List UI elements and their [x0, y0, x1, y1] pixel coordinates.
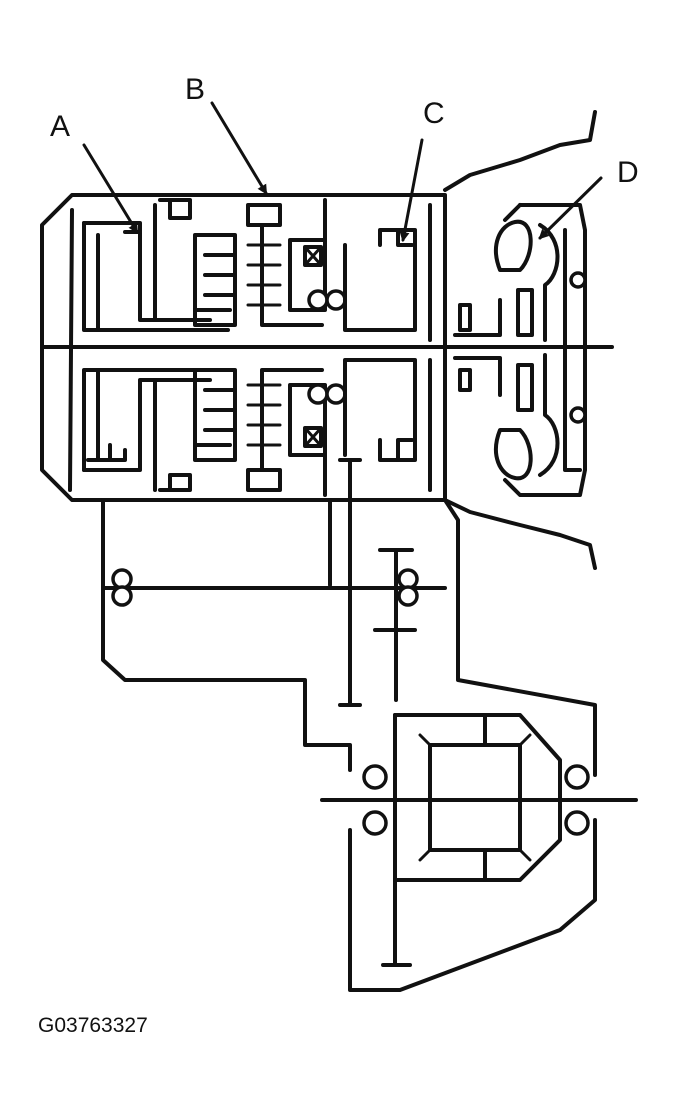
torque-converter-d — [453, 203, 587, 497]
planetary-gear-set-b — [193, 198, 327, 497]
label-d: D — [617, 156, 639, 189]
counter-shaft — [101, 458, 447, 967]
figure-code: G03763327 — [38, 1014, 148, 1037]
callout-leaders — [82, 101, 603, 242]
label-c: C — [423, 97, 445, 130]
one-way-clutch — [303, 245, 323, 448]
transmission-case — [40, 110, 597, 570]
clutch-c — [343, 203, 432, 492]
planetary-bearings — [307, 289, 347, 405]
differential-bearings — [362, 764, 590, 836]
counter-shaft-bearings — [111, 568, 419, 607]
differential-housing — [320, 498, 638, 992]
label-a: A — [50, 110, 70, 143]
clutch-a — [82, 198, 230, 492]
label-b: B — [185, 73, 205, 106]
